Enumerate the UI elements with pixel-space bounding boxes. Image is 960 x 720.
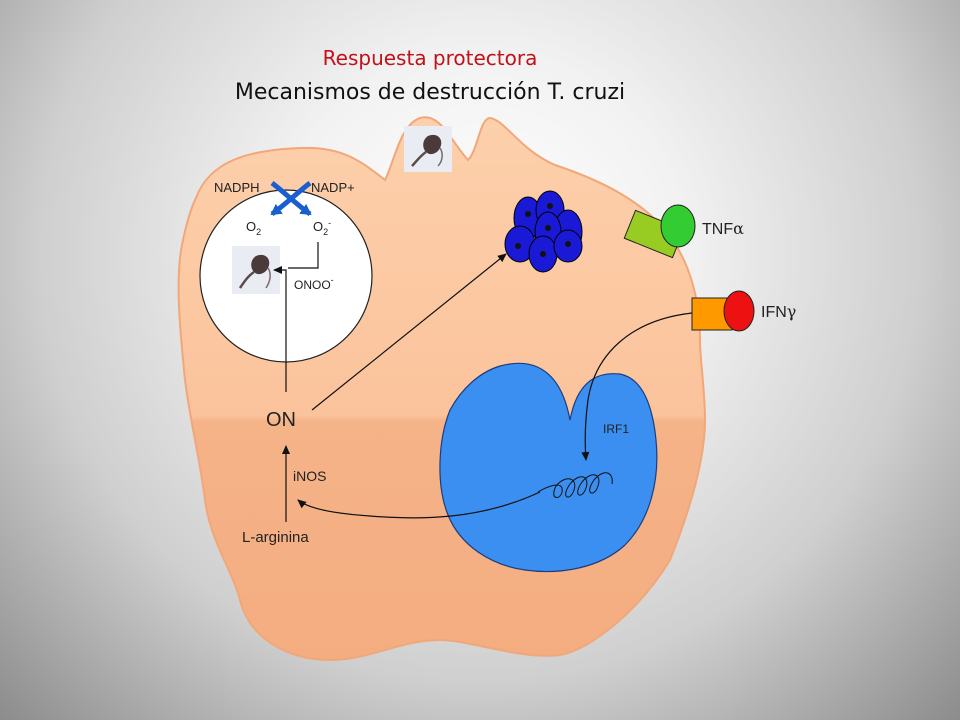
title-protective-response: Respuesta protectora [322, 46, 538, 70]
dna-coil-icon [537, 472, 613, 498]
label-nadp: NADP+ [311, 180, 355, 195]
arrow-ifn-to-nucleus [581, 312, 693, 461]
arrow-on-to-vacuole [273, 266, 287, 392]
label-irf1: IRF1 [603, 422, 629, 436]
parasite-icon [232, 246, 280, 294]
label-nadph: NADPH [214, 180, 260, 195]
label-larginina: L-arginina [242, 529, 309, 546]
label-on: ON [266, 409, 296, 431]
bacteria-cluster [504, 190, 583, 273]
tnf-receptor [623, 204, 696, 259]
label-tnf: TNFα [702, 219, 744, 238]
arrow-on-to-bacteria [311, 253, 507, 411]
title-destruction-mechanisms: Mecanismos de destrucción T. cruzi [234, 80, 626, 105]
label-inos: iNOS [293, 468, 326, 484]
label-ifn: IFNγ [761, 302, 796, 321]
arrow-nucleus-to-larginina [297, 491, 541, 519]
label-superoxide: O2- [313, 218, 331, 237]
ifn-receptor [691, 290, 755, 332]
nadph-oxidase-arrows [270, 181, 312, 217]
label-o2: O2 [246, 219, 261, 237]
nucleus [439, 362, 658, 573]
label-peroxynitrite: ONOO- [294, 275, 334, 292]
bacteria-nuclei [515, 203, 571, 257]
arrow-onoo-to-parasite [288, 242, 319, 269]
parasite-icon [404, 126, 452, 172]
